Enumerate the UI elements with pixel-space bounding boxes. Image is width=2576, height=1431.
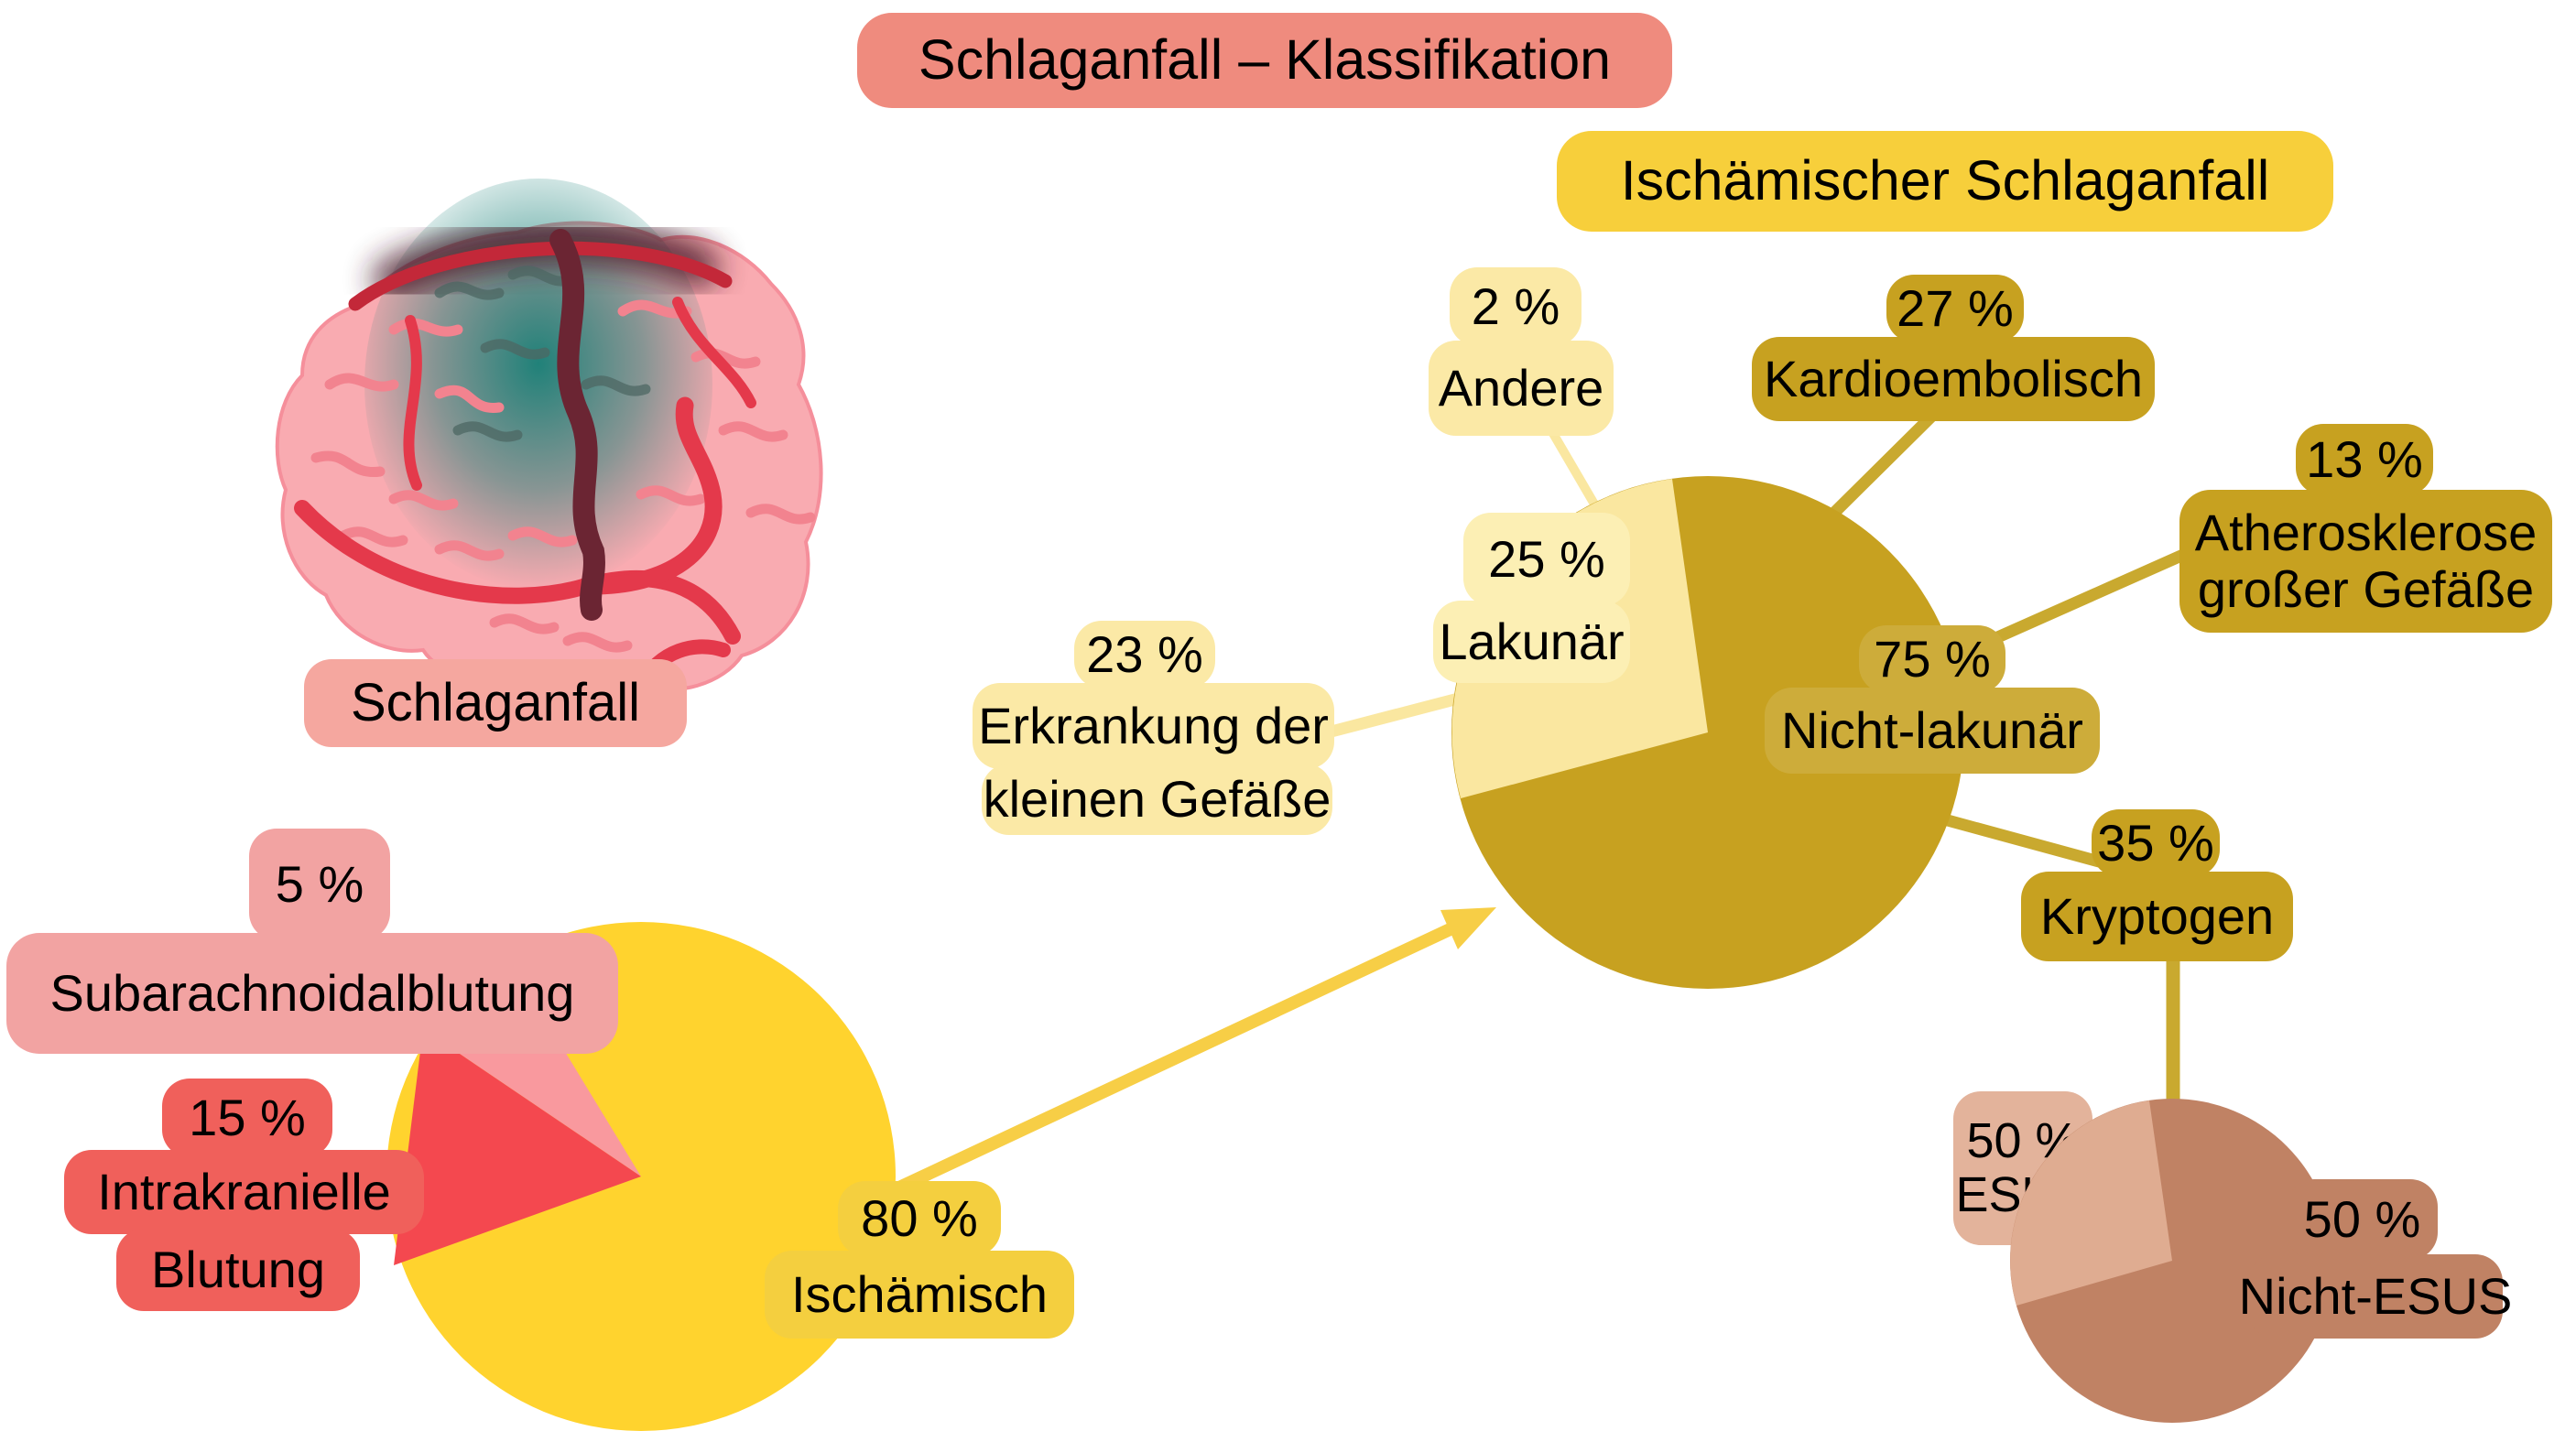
- brain-ischemia-teal-region: [364, 179, 712, 591]
- subarachnoid-pct-badge: 5 %: [249, 829, 390, 940]
- nicht-lakunar-pct-badge: 75 %: [1859, 625, 2005, 693]
- kryptogen-name-badge: Kryptogen: [2021, 872, 2293, 961]
- kleine-gefaesse-pct-badge: 23 %: [1074, 621, 1215, 688]
- lakunar-name-badge: Lakunär: [1433, 601, 1630, 683]
- subarachnoid-name-badge: Subarachnoidalblutung: [6, 933, 618, 1054]
- lakunar-pct-badge: 25 %: [1463, 513, 1630, 606]
- kryptogen-pct-badge: 35 %: [2092, 809, 2220, 877]
- esus-pie: [2010, 1099, 2334, 1423]
- esus-pie-esus-slice: [2010, 1100, 2172, 1306]
- kardioembolisch-name-badge: Kardioembolisch: [1752, 337, 2155, 421]
- nicht-esus-pct-badge: 50 %: [2287, 1179, 2438, 1260]
- kardioembolisch-pct-badge: 27 %: [1886, 275, 2024, 342]
- atherosklerose-name-badge: Atherosklerose großer Gefäße: [2179, 490, 2552, 633]
- kleine-gefaesse-line2-badge: kleinen Gefäße: [982, 764, 1332, 835]
- intracranial-pct-badge: 15 %: [162, 1079, 332, 1157]
- ischemic-arrow: [864, 907, 1496, 1208]
- kleine-gefaesse-line1-badge: Erkrankung der: [973, 683, 1334, 769]
- atherosklerose-line1: Atherosklerose: [2194, 504, 2538, 562]
- nicht-esus-name-badge: Nicht-ESUS: [2239, 1254, 2512, 1339]
- intracranial-line1-badge: Intrakranielle: [64, 1150, 424, 1234]
- subtitle-badge: Ischämischer Schlaganfall: [1557, 131, 2333, 232]
- brain-top-rim-artery: [348, 241, 733, 311]
- brain-label-badge: Schlaganfall: [304, 659, 687, 747]
- nicht-lakunar-name-badge: Nicht-lakunär: [1765, 688, 2100, 774]
- atherosklerose-pct-badge: 13 %: [2296, 424, 2433, 495]
- andere-pct-badge: 2 %: [1450, 267, 1581, 346]
- atherosklerose-line2: großer Gefäße: [2197, 560, 2535, 618]
- stroke-pie-intracranial-slice: [394, 1029, 641, 1265]
- brain-central-dark-vessel: [549, 229, 605, 621]
- intracranial-line2-badge: Blutung: [116, 1229, 360, 1311]
- andere-name-badge: Andere: [1429, 341, 1614, 436]
- brain-illustration: [275, 179, 823, 745]
- ischemic-name-badge: Ischämisch: [765, 1251, 1074, 1339]
- title-badge: Schlaganfall – Klassifikation: [857, 13, 1672, 108]
- ischemic-pct-badge: 80 %: [838, 1181, 1001, 1256]
